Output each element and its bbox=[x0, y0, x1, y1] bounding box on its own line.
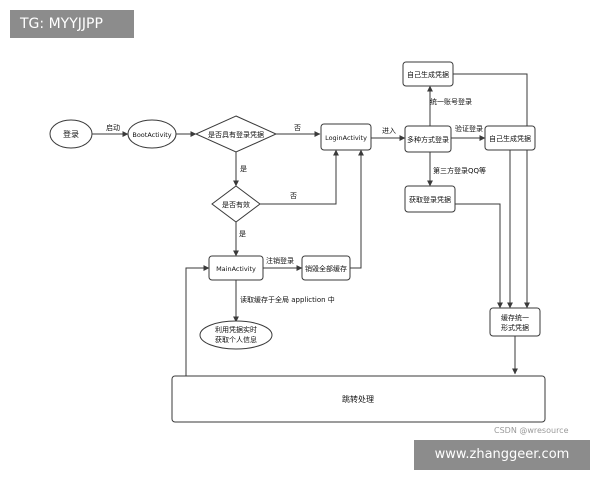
node-boot-activity: BootActivity bbox=[127, 119, 177, 149]
node-destroy-cache-label: 销毁全部缓存 bbox=[305, 264, 347, 273]
edge-label-logout: 注销登录 bbox=[266, 256, 294, 265]
edge-label-yes-has: 是 bbox=[240, 165, 247, 173]
watermark-tag: TG: MYYJJPP bbox=[10, 10, 134, 38]
node-self-credential-right-label: 自己生成凭据 bbox=[489, 134, 531, 143]
edge-label-read-cache: 读取缓存于全局 appliction 中 bbox=[240, 295, 335, 304]
node-login-start-label: 登录 bbox=[63, 129, 79, 139]
node-has-credential: 是否具有登录凭据 bbox=[194, 115, 278, 153]
edge-label-unified-account: 统一账号登录 bbox=[430, 97, 472, 106]
node-login-activity: LoginActivity bbox=[320, 123, 372, 151]
node-self-credential-top: 自己生成凭据 bbox=[402, 61, 454, 87]
node-main-activity-label: MainActivity bbox=[216, 265, 256, 273]
node-multi-login: 多种方式登录 bbox=[404, 125, 452, 153]
watermark-csdn: CSDN @wresource bbox=[494, 426, 569, 435]
edge-label-invalid: 否 bbox=[290, 192, 297, 200]
node-has-credential-label: 是否具有登录凭据 bbox=[208, 130, 264, 139]
edge-redirect-to-main bbox=[185, 265, 210, 376]
node-multi-login-label: 多种方式登录 bbox=[407, 135, 449, 144]
node-destroy-cache: 销毁全部缓存 bbox=[301, 255, 351, 281]
node-is-valid: 是否有效 bbox=[211, 185, 261, 223]
node-fetch-user-info-line2: 获取个人信息 bbox=[215, 335, 257, 344]
node-get-login-credential: 获取登录凭据 bbox=[404, 185, 456, 213]
node-redirect: 跳转处理 bbox=[171, 375, 546, 423]
edge-label-enter: 进入 bbox=[382, 127, 396, 135]
node-cache-unified: 缓存统一 形式凭据 bbox=[489, 307, 541, 337]
edge-invalid bbox=[260, 149, 339, 205]
edge-label-start: 启动 bbox=[106, 123, 120, 132]
node-fetch-user-info: 利用凭据实时 获取个人信息 bbox=[199, 320, 273, 350]
node-main-activity: MainActivity bbox=[208, 255, 264, 281]
node-self-credential-right: 自己生成凭据 bbox=[484, 125, 536, 151]
edge-destroy-to-login bbox=[350, 149, 364, 269]
edge-get-to-cache bbox=[455, 203, 503, 309]
node-get-login-credential-label: 获取登录凭据 bbox=[409, 195, 451, 204]
node-fetch-user-info-line1: 利用凭据实时 bbox=[215, 325, 257, 334]
node-cache-unified-line2: 形式凭据 bbox=[501, 323, 529, 332]
node-cache-unified-line1: 缓存统一 bbox=[501, 313, 529, 322]
node-login-activity-label: LoginActivity bbox=[325, 134, 367, 142]
node-is-valid-label: 是否有效 bbox=[222, 200, 250, 209]
node-boot-activity-label: BootActivity bbox=[132, 131, 171, 139]
watermark-site: www.zhanggeer.com bbox=[414, 440, 590, 470]
node-login-start: 登录 bbox=[49, 119, 93, 149]
edge-label-no-credential: 否 bbox=[294, 124, 301, 132]
node-redirect-label: 跳转处理 bbox=[342, 394, 374, 404]
edge-label-verify-login: 验证登录 bbox=[455, 124, 483, 133]
edge-top-to-cache bbox=[453, 73, 530, 309]
edge-label-yes-valid: 是 bbox=[239, 230, 246, 238]
edge-label-third-party: 第三方登录QQ等 bbox=[433, 166, 486, 175]
node-self-credential-top-label: 自己生成凭据 bbox=[407, 70, 449, 79]
